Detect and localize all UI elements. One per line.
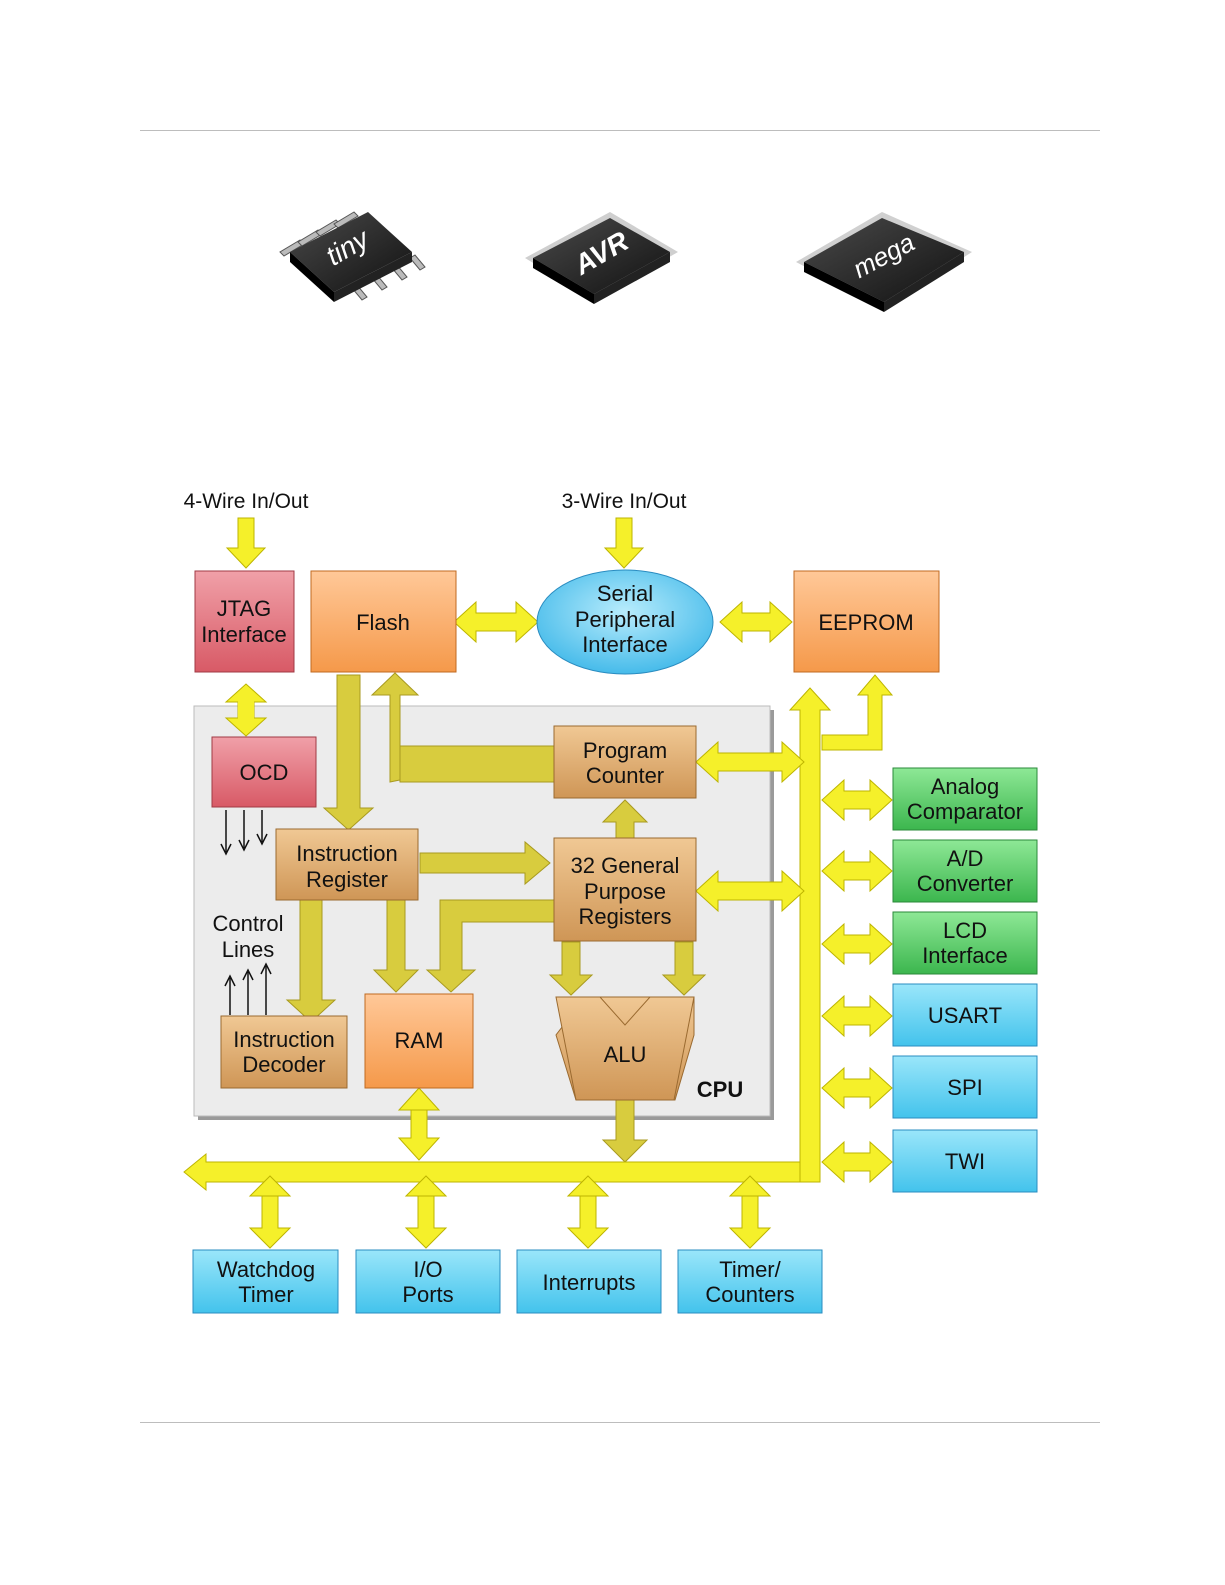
watchdog-line-2: Timer	[238, 1282, 293, 1307]
avr-block-diagram: CPU	[183, 490, 1038, 1314]
avr-chip-icon: AVR	[525, 212, 678, 304]
instruction-register-line-2: Register	[306, 867, 388, 892]
adc-line-1: A/D	[947, 846, 984, 871]
flash-label: Flash	[356, 610, 410, 635]
watchdog-line-1: Watchdog	[217, 1257, 315, 1282]
usart-label: USART	[928, 1003, 1002, 1028]
eeprom-label: EEPROM	[818, 610, 913, 635]
spi-block: SPI	[892, 1055, 1038, 1119]
jtag-line-2: Interface	[201, 622, 287, 647]
tiny-chip-icon: tiny	[279, 211, 426, 302]
timers-line-2: Counters	[705, 1282, 794, 1307]
instruction-decoder-line-2: Decoder	[242, 1052, 325, 1077]
control-lines-line-2: Lines	[222, 937, 275, 962]
bus-arrows	[224, 517, 893, 1249]
timer-counters-block: Timer/Counters	[677, 1249, 823, 1314]
spi-ellipse-line-2: Peripheral	[575, 607, 675, 632]
three-wire-label: 3-Wire In/Out	[562, 490, 687, 513]
alu-label: ALU	[604, 1042, 647, 1067]
eeprom-block: EEPROM	[793, 570, 940, 673]
spi-ellipse-line-3: Interface	[582, 632, 668, 657]
analog-comparator-line-1: Analog	[931, 774, 1000, 799]
program-counter-line-1: Program	[583, 738, 667, 763]
instruction-decoder-line-1: Instruction	[233, 1027, 335, 1052]
mega-chip-icon: mega	[796, 212, 972, 312]
cpu-label: CPU	[697, 1077, 743, 1102]
twi-label: TWI	[945, 1149, 985, 1174]
timers-line-1: Timer/	[719, 1257, 781, 1282]
gp-registers-line-3: Registers	[579, 904, 672, 929]
top-rule	[140, 130, 1100, 131]
ram-block: RAM	[364, 993, 474, 1089]
data-bus	[183, 674, 894, 1192]
lcd-line-2: Interface	[922, 943, 1008, 968]
gp-registers-line-2: Purpose	[584, 879, 666, 904]
spi-ellipse-line-1: Serial	[597, 581, 653, 606]
instruction-register-line-1: Instruction	[296, 841, 398, 866]
svg-text:Timer/Counters: Timer/Counters	[705, 1257, 794, 1307]
adc-line-2: Converter	[917, 871, 1014, 896]
jtag-line-1: JTAG	[217, 596, 272, 621]
interrupts-label: Interrupts	[543, 1270, 636, 1295]
gp-registers-line-1: 32 General	[571, 853, 680, 878]
program-counter-line-2: Counter	[586, 763, 664, 788]
flash-block: Flash	[310, 570, 457, 673]
ram-label: RAM	[395, 1028, 444, 1053]
interrupts-block: Interrupts	[516, 1249, 662, 1314]
analog-comparator-line-2: Comparator	[907, 799, 1023, 824]
io-ports-line-1: I/O	[413, 1257, 442, 1282]
io-ports-line-2: Ports	[402, 1282, 453, 1307]
control-line-arrows	[220, 810, 272, 1015]
spi-label: SPI	[947, 1075, 982, 1100]
control-lines-line-1: Control	[213, 911, 284, 936]
lcd-line-1: LCD	[943, 918, 987, 943]
bottom-rule	[140, 1422, 1100, 1423]
twi-block: TWI	[892, 1129, 1038, 1193]
internal-datapaths	[285, 672, 707, 1163]
alu-block: ALU	[555, 996, 695, 1101]
chip-row: tiny AVR mega	[279, 211, 972, 312]
ocd-label: OCD	[240, 760, 289, 785]
four-wire-label: 4-Wire In/Out	[184, 490, 309, 513]
usart-block: USART	[892, 983, 1038, 1047]
ocd-block: OCD	[211, 736, 317, 808]
